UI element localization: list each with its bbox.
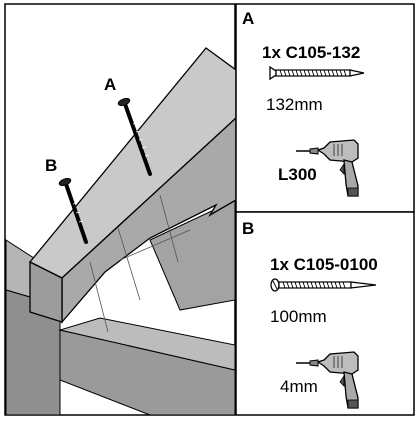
callout-a: A	[104, 75, 116, 94]
panel-a-part-code: 1x C105-132	[262, 43, 360, 62]
part-panel-a: A 1x C105-132 132mm L300	[235, 3, 415, 213]
panel-b-frame	[235, 211, 415, 416]
pan-head-screw-icon	[270, 278, 377, 292]
panel-a-frame	[235, 3, 415, 213]
assembly-illustration: A B	[4, 3, 237, 416]
panel-b-part-code: 1x C105-0100	[270, 255, 378, 274]
callout-b: B	[45, 156, 57, 175]
hidden-joint-lines	[89, 194, 191, 333]
panel-b-label: B	[242, 219, 254, 238]
panel-a-drill-setting: L300	[278, 165, 317, 184]
beam-bottom-top	[58, 317, 236, 371]
screw-a-illustration	[117, 98, 152, 176]
countersunk-screw-icon	[269, 65, 365, 81]
panel-b-length: 100mm	[270, 307, 327, 326]
beam-rear-right	[149, 199, 236, 311]
rafter-end-face	[29, 260, 63, 323]
screw-b-illustration	[58, 178, 88, 244]
panel-b-drill-setting: 4mm	[280, 377, 318, 396]
part-panel-b: B 1x C105-0100 100mm 4mm	[235, 211, 415, 416]
panel-a-label: A	[242, 9, 254, 28]
panel-a-length: 132mm	[266, 95, 323, 114]
